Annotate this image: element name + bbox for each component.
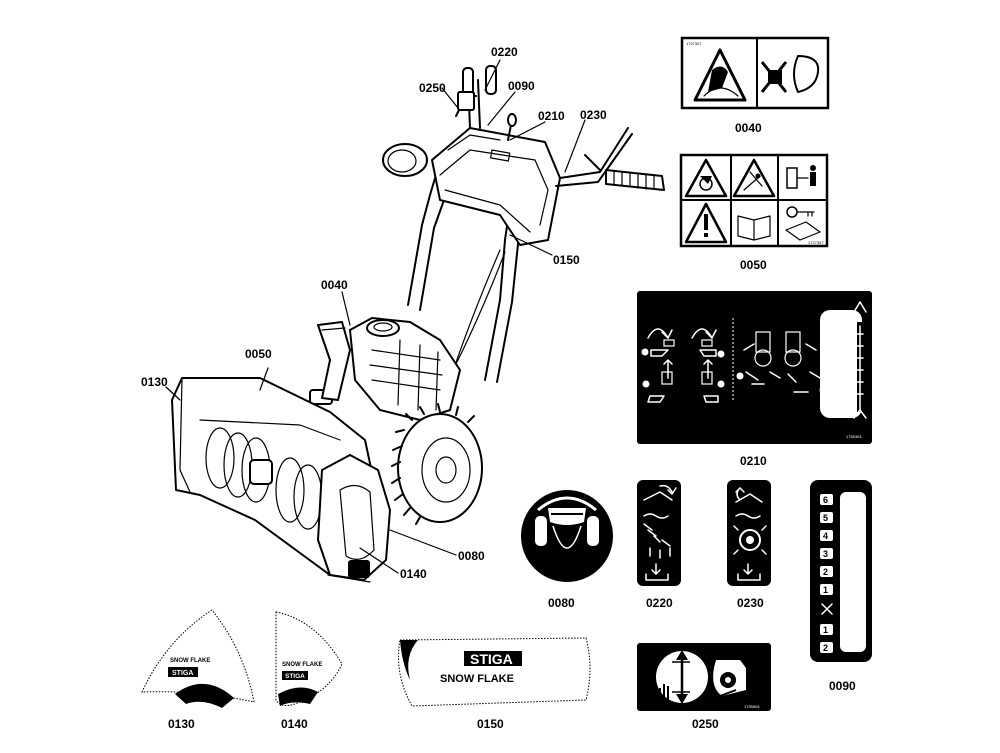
speed-forward-6: 6 <box>823 495 828 505</box>
decal-0050: 1727367 0050 <box>679 153 829 272</box>
speed-forward-4: 4 <box>823 531 828 541</box>
callout-0150: 0150 <box>553 253 580 267</box>
brand-logo-0130: STIGA <box>172 670 193 677</box>
callout-0210: 0210 <box>538 109 565 123</box>
reverse-speed-list: 1 2 <box>820 624 833 653</box>
part-label-0140: 0140 <box>281 717 308 731</box>
model-name-0140: SNOW FLAKE <box>282 662 322 668</box>
model-name-0130: SNOW FLAKE <box>170 658 210 664</box>
decal-0250: 1755504 0250 <box>637 643 771 731</box>
callout-0140: 0140 <box>400 567 427 581</box>
model-name-0150: SNOW FLAKE <box>440 673 514 685</box>
part-label-0150: 0150 <box>477 717 504 731</box>
snow-blower-illustration <box>171 65 665 583</box>
ear-muff-icon <box>587 516 599 546</box>
speed-forward-3: 3 <box>823 549 828 559</box>
hand-injury-icon <box>708 66 728 92</box>
decal-code-0050: 1727367 <box>808 240 824 245</box>
part-label-0230: 0230 <box>737 596 764 610</box>
neutral-icon <box>821 603 833 615</box>
part-label-0220: 0220 <box>646 596 673 610</box>
part-label-0050: 0050 <box>740 258 767 272</box>
brand-logo-0150: STIGA <box>470 651 513 667</box>
decal-0220: 0220 <box>637 480 681 610</box>
warning-triangle-icon <box>732 158 776 198</box>
callout-0230: 0230 <box>580 108 607 122</box>
callout-0040: 0040 <box>321 278 348 292</box>
decal-0090: 6 5 4 3 2 1 1 2 0090 <box>810 480 872 693</box>
goggles-icon <box>548 508 586 525</box>
decal-0140: SNOW FLAKE STIGA 0140 <box>275 611 343 731</box>
manual-icon <box>785 221 821 241</box>
part-label-0210: 0210 <box>740 454 767 468</box>
speed-forward-2: 2 <box>823 567 828 577</box>
distance-icon <box>786 167 798 189</box>
callout-0080: 0080 <box>458 549 485 563</box>
callout-labels: 0250 0220 0090 0210 0230 0150 0040 0050 … <box>141 45 607 581</box>
wheel-icon <box>739 529 761 551</box>
callout-0090: 0090 <box>508 79 535 93</box>
callout-0050: 0050 <box>245 347 272 361</box>
callout-0220: 0220 <box>491 45 518 59</box>
callout-0250: 0250 <box>419 81 446 95</box>
ear-muff-icon <box>535 516 547 546</box>
brand-logo-0140: STIGA <box>285 673 305 680</box>
decal-0210: 1755304 0210 <box>637 291 872 468</box>
speed-forward-1: 1 <box>823 585 828 595</box>
speed-reverse-1: 1 <box>823 625 828 635</box>
decal-0080: 0080 <box>521 490 613 610</box>
callout-0130: 0130 <box>141 375 168 389</box>
part-label-0250: 0250 <box>692 717 719 731</box>
part-label-0090: 0090 <box>829 679 856 693</box>
person-icon <box>810 165 816 171</box>
auger-icon <box>793 55 820 93</box>
decal-code-0210: 1755304 <box>846 434 862 439</box>
decal-0040: 1727307 0040 <box>680 36 830 135</box>
part-label-0040: 0040 <box>735 121 762 135</box>
decal-code-0040: 1727307 <box>686 41 702 46</box>
speed-forward-5: 5 <box>823 513 828 523</box>
decal-code-0250: 1755504 <box>744 704 760 709</box>
manual-icon <box>737 215 771 241</box>
part-label-0130: 0130 <box>168 717 195 731</box>
decal-0150: STIGA SNOW FLAKE 0150 <box>398 637 591 731</box>
decal-0130: SNOW FLAKE STIGA 0130 <box>141 609 255 731</box>
key-icon <box>786 206 798 218</box>
forward-speed-list: 6 5 4 3 2 1 <box>820 494 833 595</box>
speed-reverse-2: 2 <box>823 643 828 653</box>
decal-0230: 0230 <box>727 480 771 610</box>
part-label-0080: 0080 <box>548 596 575 610</box>
leader-lines <box>165 59 586 574</box>
